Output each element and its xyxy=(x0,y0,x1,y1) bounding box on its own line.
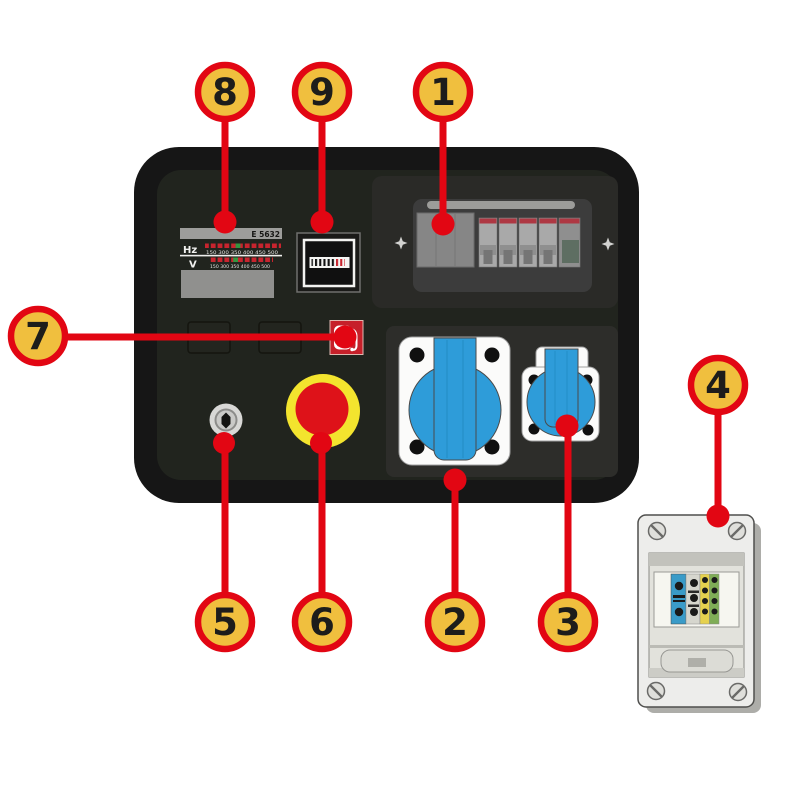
callout-5: 5 xyxy=(194,432,256,653)
estop-button xyxy=(295,382,349,436)
callout-6: 6 xyxy=(291,432,353,653)
slotted-screw-icon xyxy=(646,681,666,701)
meter-lcd xyxy=(181,270,274,298)
meter-top-bar xyxy=(180,228,282,239)
breaker-module-5 xyxy=(558,217,581,268)
box-handle-tab xyxy=(688,658,706,667)
callout-1: 1 xyxy=(412,61,474,236)
socket-small xyxy=(521,346,600,442)
breaker-module-4 xyxy=(538,217,558,268)
callout-number: 6 xyxy=(309,601,335,644)
v-led-scale xyxy=(210,257,273,262)
meter-divider xyxy=(180,254,282,257)
socket-cover-flap xyxy=(544,348,579,428)
socket-large-230v xyxy=(398,336,511,466)
callout-7: 7 xyxy=(7,305,357,367)
callout-number: 3 xyxy=(555,601,581,644)
callout-4: 4 xyxy=(687,354,749,528)
breaker-module-2 xyxy=(498,217,518,268)
slotted-screw-icon xyxy=(728,682,748,702)
callout-number: 1 xyxy=(430,71,456,114)
slotted-screw-icon xyxy=(727,521,747,541)
volt-frequency-meter: E 5632 Hz 150 300 350 400 450 500 V 150 … xyxy=(180,228,282,298)
breaker-module-3 xyxy=(518,217,538,268)
box-top-rail xyxy=(649,553,744,566)
callout-3: 3 xyxy=(537,414,599,653)
v-tick-labels: 150 300 350 400 450 500 xyxy=(210,264,270,270)
display-counter-strip xyxy=(309,257,350,268)
hz-led-scale xyxy=(205,243,281,248)
callout-8: 8 xyxy=(194,61,256,234)
callout-number: 4 xyxy=(705,364,731,407)
breaker-top-rail xyxy=(427,201,575,209)
hour-meter-display xyxy=(296,232,361,293)
meter-model-label: E 5632 xyxy=(251,230,280,239)
slotted-screw-icon xyxy=(647,521,667,541)
callout-number: 2 xyxy=(442,601,468,644)
external-breaker-box xyxy=(637,514,761,713)
key-switch-icon xyxy=(221,412,231,429)
callout-number: 8 xyxy=(212,71,238,114)
callout-number: 7 xyxy=(25,315,51,358)
breaker-module-1 xyxy=(478,217,498,268)
callout-number: 5 xyxy=(212,601,238,644)
callout-9: 9 xyxy=(291,61,353,234)
callout-2: 2 xyxy=(424,468,486,653)
key-start-switch xyxy=(209,403,243,437)
terminal-block xyxy=(670,573,720,625)
socket-cover-flap xyxy=(433,337,477,461)
emergency-stop-button xyxy=(286,374,360,448)
v-label: V xyxy=(189,260,197,271)
callout-number: 9 xyxy=(309,71,335,114)
circuit-breaker-panel xyxy=(394,199,615,292)
box-groove xyxy=(649,645,744,648)
hz-tick-labels: 150 300 350 400 450 500 xyxy=(206,250,278,256)
hz-label: Hz xyxy=(183,245,197,256)
